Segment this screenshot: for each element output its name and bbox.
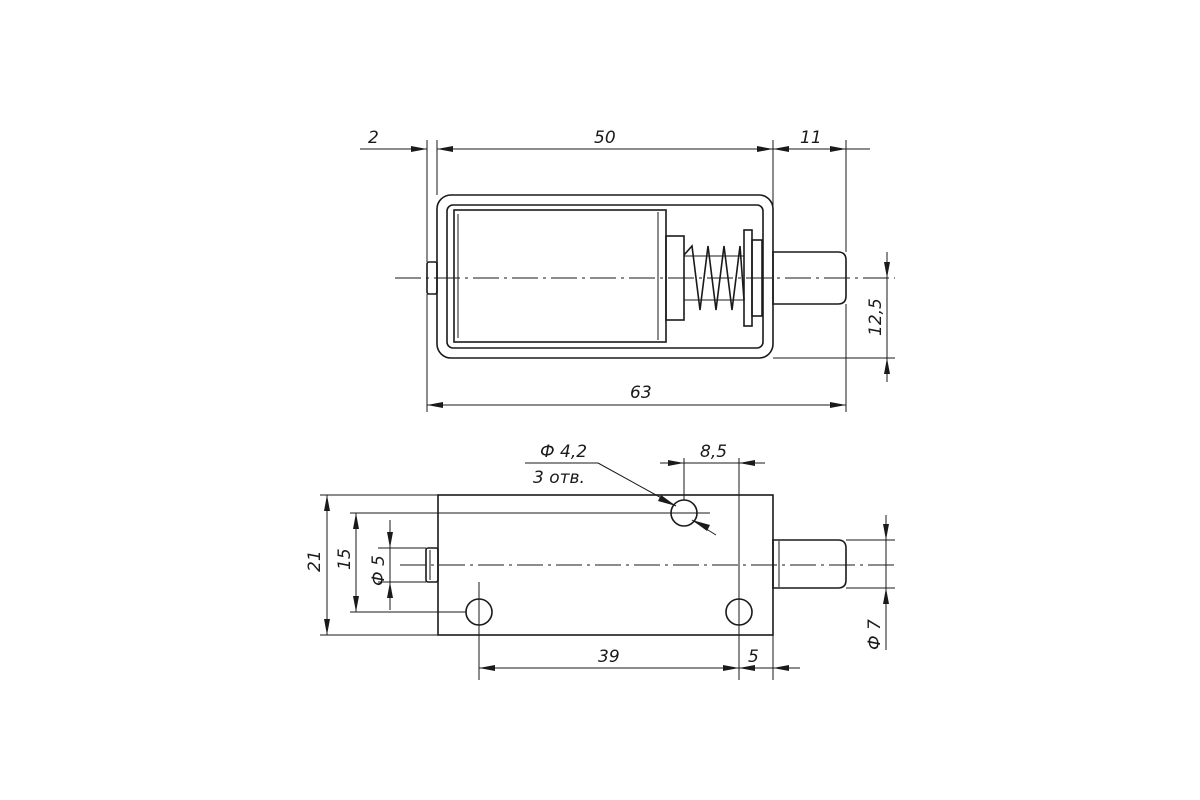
dim-label-63: 63 bbox=[630, 383, 652, 403]
housing-outer bbox=[436, 194, 774, 359]
dim-label-phi5: Ф 5 bbox=[369, 555, 389, 586]
plunger-rod bbox=[772, 251, 847, 305]
housing-inner bbox=[446, 204, 764, 349]
dim-label-11: 11 bbox=[800, 128, 822, 148]
bottom-view: 21 15 Ф 5 8,5 Ф 4,2 3 отв. 39 5 bbox=[305, 442, 895, 680]
plunger-rod bbox=[772, 539, 847, 589]
dim-label-21: 21 bbox=[305, 550, 325, 572]
dim-label-5: 5 bbox=[748, 647, 759, 667]
hole-diameter-label: Ф 4,2 bbox=[540, 442, 587, 462]
hole-count-label: 3 отв. bbox=[533, 468, 585, 488]
dim-label-8-5: 8,5 bbox=[700, 442, 727, 462]
coil-block bbox=[453, 209, 667, 343]
spring bbox=[683, 244, 745, 311]
dim-label-2: 2 bbox=[368, 128, 379, 148]
dim-label-phi7: Ф 7 bbox=[865, 619, 885, 650]
dim-label-39: 39 bbox=[598, 647, 620, 667]
dim-label-12-5: 12,5 bbox=[866, 298, 886, 336]
dim-label-15: 15 bbox=[335, 548, 355, 570]
dim-label-50: 50 bbox=[594, 128, 616, 148]
top-view: 2 50 11 63 12,5 bbox=[360, 128, 895, 412]
